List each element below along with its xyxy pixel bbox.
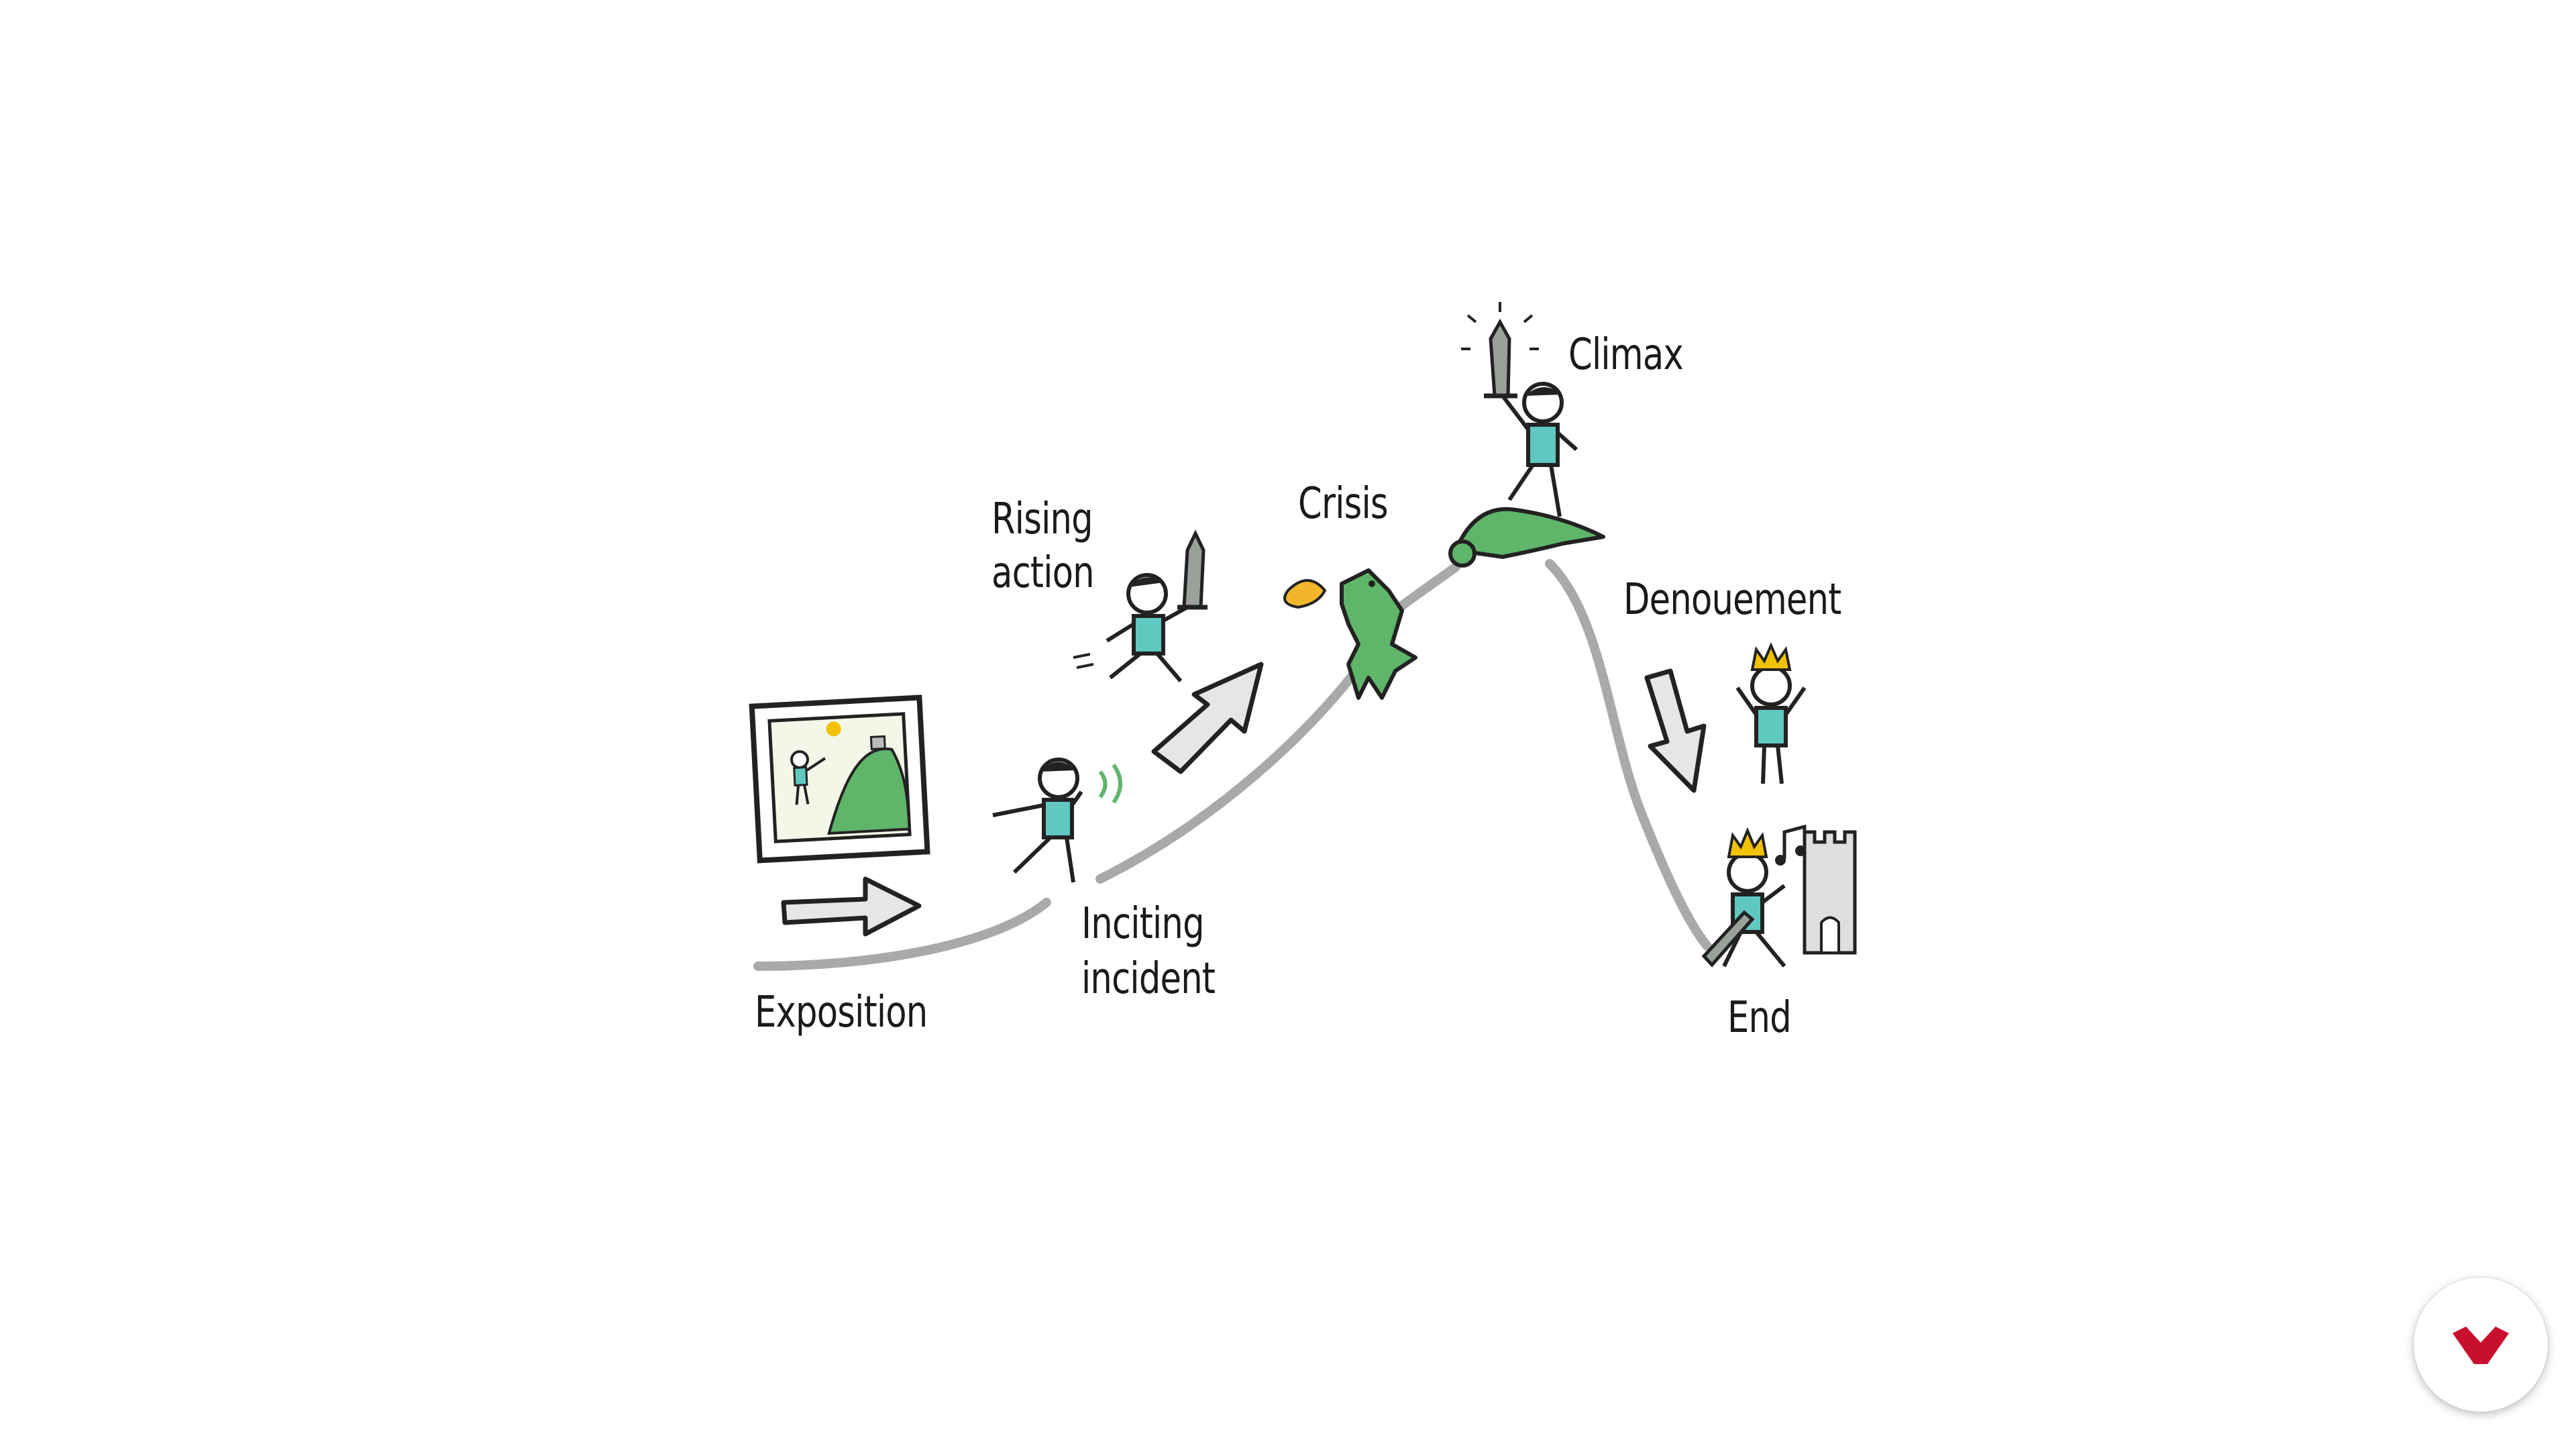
label-exposition: Exposition (755, 988, 928, 1037)
label-climax: Climax (1568, 330, 1684, 380)
rising-character-icon (1073, 529, 1208, 682)
story-arc-line (753, 559, 1712, 971)
picture-frame-icon (749, 694, 930, 864)
brand-logo-button[interactable] (2414, 1278, 2548, 1412)
arrow-up-right-icon (1151, 662, 1264, 774)
dragon-fire-icon (1283, 568, 1417, 700)
label-denouement: Denouement (1623, 575, 1841, 625)
label-crisis: Crisis (1298, 479, 1389, 529)
inciting-character-icon (992, 758, 1122, 883)
end-king-castle-icon (1701, 824, 1857, 968)
label-inciting-incident-line2: incident (1081, 954, 1216, 1004)
label-end: End (1727, 993, 1792, 1043)
label-rising-action-line1: Rising (991, 495, 1093, 544)
label-rising-action-line2: action (991, 548, 1095, 598)
denouement-king-icon (1735, 641, 1807, 784)
climax-hero-icon (1448, 302, 1605, 568)
brand-logo-icon (2453, 1327, 2509, 1364)
arrow-down-icon (1644, 668, 1707, 793)
label-inciting-incident-line1: Inciting (1081, 899, 1205, 949)
arrow-right-icon (781, 876, 922, 937)
